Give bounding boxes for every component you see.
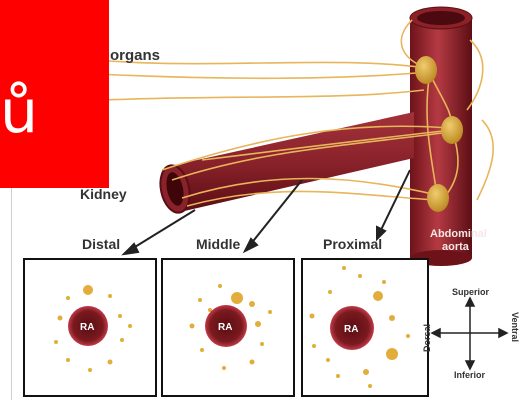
proximal-label: Proximal — [323, 236, 382, 252]
organs-label: organs — [110, 47, 160, 64]
ventral-label: Ventral — [510, 312, 520, 342]
aorta-label-line1: Abdominal — [430, 228, 487, 240]
ganglion-lower — [427, 184, 449, 212]
ganglion-upper — [415, 56, 437, 84]
ganglion-middle — [441, 116, 463, 144]
red-overlay-badge: ů — [0, 0, 109, 188]
ra-label-proximal: RA — [344, 324, 358, 335]
kidney-label: Kidney — [80, 186, 127, 202]
orientation-compass — [432, 298, 507, 369]
distal-label: Distal — [82, 236, 120, 252]
superior-label: Superior — [452, 287, 490, 297]
middle-cross-section: RA — [162, 259, 294, 396]
aorta-label-line2: aorta — [442, 241, 470, 253]
badge-glyph: ů — [0, 82, 38, 142]
dorsal-label: Dorsal — [422, 324, 432, 352]
distal-cross-section: RA — [24, 259, 156, 396]
ra-label-middle: RA — [218, 322, 232, 333]
ra-label-distal: RA — [80, 322, 94, 333]
inferior-label: Inferior — [454, 370, 486, 380]
middle-label: Middle — [196, 236, 241, 252]
proximal-cross-section: RA — [302, 259, 428, 396]
